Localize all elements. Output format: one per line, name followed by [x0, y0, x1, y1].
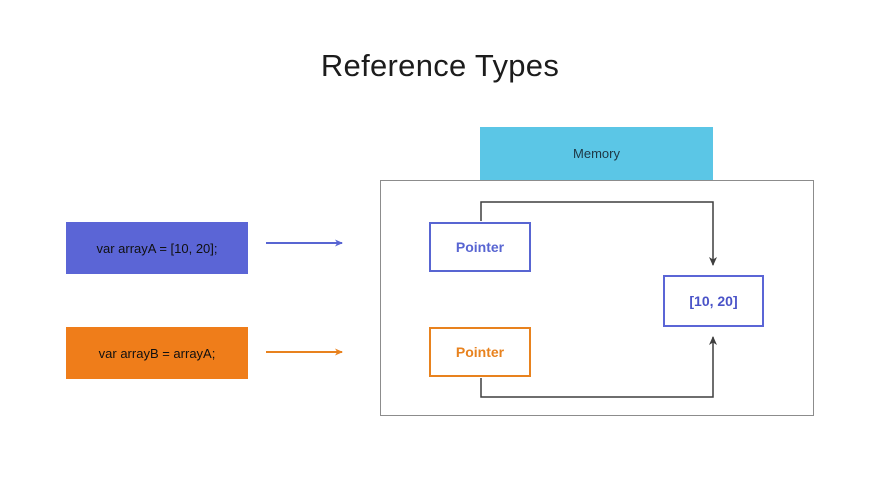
memory-label: Memory [573, 146, 620, 161]
memory-header-box: Memory [480, 127, 713, 180]
code-box-array-a: var arrayA = [10, 20]; [66, 222, 248, 274]
pointer-box-array-a: Pointer [429, 222, 531, 272]
page-title: Reference Types [320, 48, 560, 83]
pointer-b-label: Pointer [455, 344, 505, 360]
value-box-array: [10, 20] [663, 275, 764, 327]
code-box-array-b-label: var arrayB = arrayA; [98, 345, 216, 361]
pointer-box-array-b: Pointer [429, 327, 531, 377]
code-box-array-a-label: var arrayA = [10, 20]; [96, 240, 218, 256]
code-box-array-b: var arrayB = arrayA; [66, 327, 248, 379]
pointer-a-label: Pointer [455, 239, 505, 255]
value-box-label: [10, 20] [689, 293, 738, 309]
